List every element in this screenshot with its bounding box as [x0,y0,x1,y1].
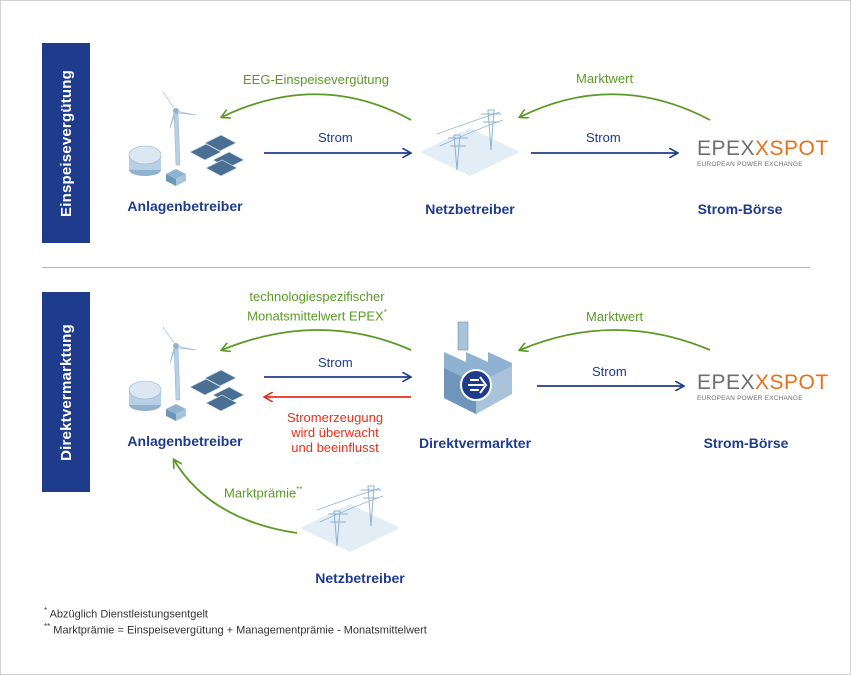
actor-netzbetreiber-2: Netzbetreiber [315,570,405,586]
wind-turbine-icon [162,326,197,401]
logo-subtitle: EUROPEAN POWER EXCHANGE [697,395,803,402]
label-marktwert-1: Marktwert [576,71,634,86]
power-pylon-icon [420,109,520,176]
factory-icon [444,321,512,414]
label-technologiespezifisch: technologiespezifischer Monatsmittelwert… [247,289,387,324]
biogas-tank-icon [128,145,186,186]
logo-subtitle: EUROPEAN POWER EXCHANGE [697,161,803,168]
arrow-technologiespezifisch [222,329,412,350]
label-marktpraemie: Marktprämie** [224,485,303,501]
arrow-marktwert-1 [520,93,711,121]
arrow-marktwert-2 [520,329,711,350]
label-stromerzeugung: Stromerzeugung wird überwacht und beeinf… [286,410,384,455]
biogas-tank-icon [128,380,186,421]
anlagen-icon-group-2 [128,326,245,421]
section-divider [42,267,810,268]
actor-direktvermarkter: Direktvermarkter [418,435,532,451]
anlagen-icon-group-1 [128,91,245,186]
solar-panel-icon [189,369,245,412]
actor-boerse-2: Strom-Börse [703,435,789,451]
wind-turbine-icon [162,91,197,166]
section-band-einspeiseverguetung: Einspeisevergütung [42,43,90,243]
actor-boerse-1: Strom-Börse [697,201,783,217]
label-strom-1b: Strom [586,130,621,145]
label-eeg-einspeiseverguetung: EEG-Einspeisevergütung [243,72,389,87]
arrow-eeg-einspeiseverguetung [222,93,412,121]
actor-anlagenbetreiber-1: Anlagenbetreiber [127,198,243,214]
label-strom-2a: Strom [318,355,353,370]
actor-netzbetreiber-1: Netzbetreiber [425,201,515,217]
section-band-direktvermarktung: Direktvermarktung [42,292,90,492]
footnote-2: ** Marktprämie = Einspeisevergütung + Ma… [44,622,427,637]
epex-spot-logo-1: EPEXXSPOT EUROPEAN POWER EXCHANGE [697,137,829,169]
actor-anlagenbetreiber-2: Anlagenbetreiber [127,433,243,449]
arrow-marktpraemie [174,460,298,534]
label-marktwert-2: Marktwert [586,309,644,324]
footnote-1: * Abzüglich Dienstleistungsentgelt [44,606,208,621]
label-strom-2b: Strom [592,364,627,379]
label-strom-1a: Strom [318,130,353,145]
epex-spot-logo-2: EPEXXSPOT EUROPEAN POWER EXCHANGE [697,371,829,403]
power-pylon-icon [300,485,400,552]
solar-panel-icon [189,134,245,177]
